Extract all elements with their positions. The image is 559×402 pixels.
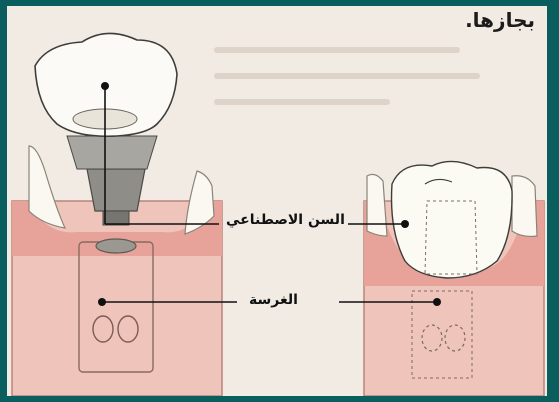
- right-jaw-section: [364, 161, 544, 396]
- dot-implant-left: [98, 298, 106, 306]
- left-neighbor-tooth: [29, 146, 65, 228]
- right-left-neighbor-tooth: [367, 174, 387, 236]
- implanted-crown: [392, 161, 513, 278]
- page: بجازها. السن الاصطناعي الغرسة: [7, 6, 547, 396]
- dot-crown-left: [101, 82, 109, 90]
- implant-top-ring: [96, 239, 136, 253]
- right-right-neighbor-tooth: [512, 176, 537, 237]
- abutment: [87, 169, 145, 211]
- abutment-cap: [67, 136, 157, 169]
- heading-text: بجازها.: [465, 8, 535, 32]
- label-implant: الغرسة: [246, 292, 301, 308]
- implant-diagram: [7, 6, 547, 396]
- left-jaw-section: [12, 136, 222, 396]
- background-text: [217, 50, 477, 102]
- dot-crown-right: [401, 220, 409, 228]
- dot-implant-right: [433, 298, 441, 306]
- abutment-screw: [103, 211, 129, 225]
- label-artificial-tooth: السن الاصطناعي: [223, 212, 348, 228]
